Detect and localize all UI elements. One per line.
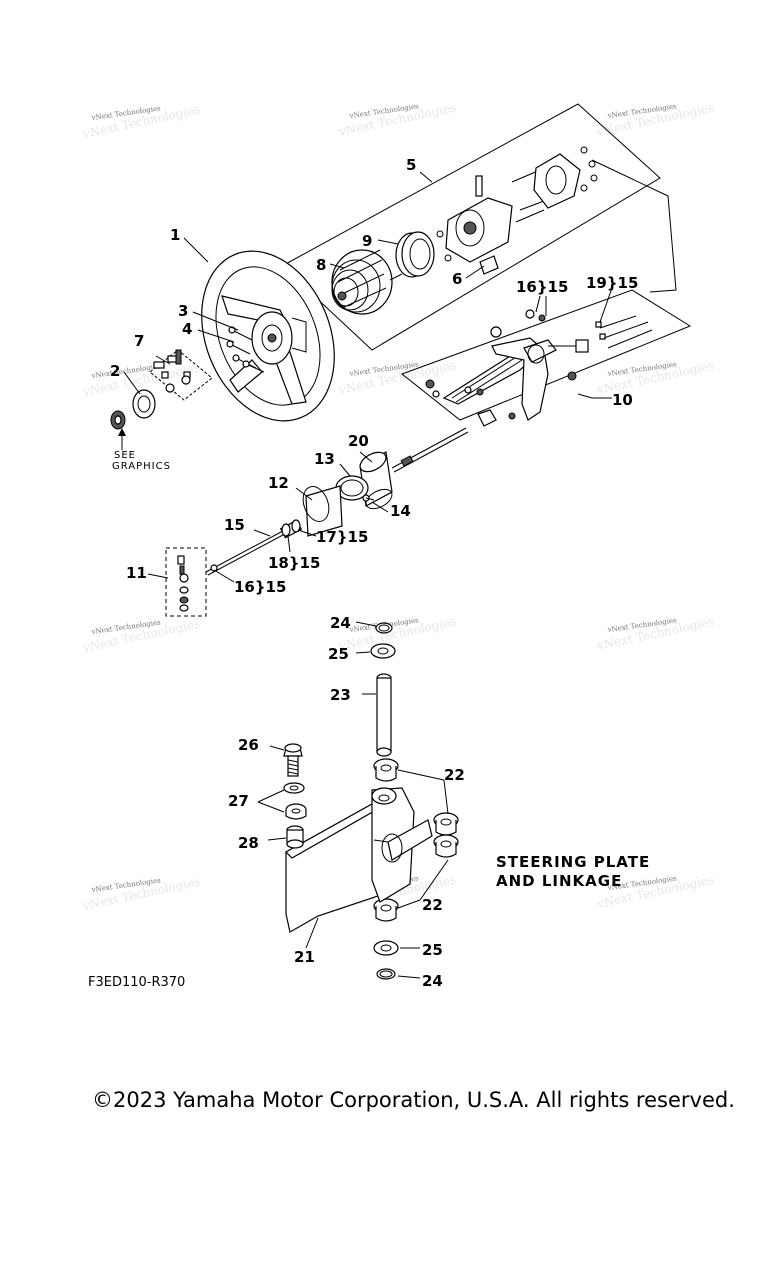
callouts: 1 2 3 4 5 6 7 8 9 10 11 12 13 14 15 16}1… <box>110 156 638 990</box>
callout-10: 10 <box>612 391 633 409</box>
ring-part <box>395 231 435 278</box>
diagram-code: F3ED110-R370 <box>88 975 185 990</box>
see-graphics-label-2: GRAPHICS <box>112 461 171 472</box>
callout-23: 23 <box>330 686 351 704</box>
cable-end-kit-part <box>165 547 207 617</box>
washer-part <box>285 803 307 820</box>
steering-cable-part <box>205 519 303 576</box>
snap-ring-bottom-part <box>376 968 396 980</box>
callout-24-bottom: 24 <box>422 972 443 990</box>
steering-wheel-part <box>201 250 335 422</box>
diagram-heading-line-1: STEERING PLATE <box>496 853 650 871</box>
pivot-pin-part <box>376 673 392 757</box>
hub-cap-part <box>110 389 156 430</box>
see-graphics-arrow <box>118 428 126 450</box>
callout-15: 15 <box>224 516 245 534</box>
bushing-part <box>373 758 399 782</box>
helm-assembly-box <box>281 103 661 351</box>
callout-22-bottom: 22 <box>422 896 443 914</box>
callout-8: 8 <box>316 256 326 274</box>
callout-12: 12 <box>268 474 289 492</box>
cable-boot-part <box>359 427 469 510</box>
leader-lines <box>123 171 613 979</box>
bushing-part <box>433 834 459 858</box>
washer-top-part <box>370 643 396 659</box>
steering-plate-part <box>285 787 433 933</box>
callout-9: 9 <box>362 232 372 250</box>
callout-16-bottom: 16}15 <box>234 578 286 596</box>
callout-25-bottom: 25 <box>422 941 443 959</box>
callout-17: 17}15 <box>316 528 368 546</box>
collar-part <box>302 485 343 537</box>
callout-5: 5 <box>406 156 416 174</box>
bracket-assembly-box <box>400 289 692 421</box>
boot-part <box>331 249 393 315</box>
callout-1: 1 <box>170 226 180 244</box>
callout-27: 27 <box>228 792 249 810</box>
callout-13: 13 <box>314 450 335 468</box>
callout-18: 18}15 <box>268 554 320 572</box>
callout-28: 28 <box>238 834 259 852</box>
diagram-heading-line-2: AND LINKAGE <box>496 872 622 890</box>
callout-2: 2 <box>110 362 120 380</box>
copyright-notice: ©2023 Yamaha Motor Corporation, U.S.A. A… <box>92 1088 735 1112</box>
callout-21: 21 <box>294 948 315 966</box>
callout-6: 6 <box>452 270 462 288</box>
callout-19: 19}15 <box>586 274 638 292</box>
helm-housing <box>389 146 598 281</box>
bushing-part <box>433 812 459 836</box>
see-graphics-label-1: SEE <box>114 450 136 461</box>
callout-26: 26 <box>238 736 259 754</box>
callout-11: 11 <box>126 564 147 582</box>
callout-4: 4 <box>182 320 192 338</box>
spacer-collar-part <box>286 825 304 849</box>
callout-25-top: 25 <box>328 645 349 663</box>
callout-20: 20 <box>348 432 369 450</box>
callout-3: 3 <box>178 302 188 320</box>
snap-ring-top-part <box>375 622 393 634</box>
callout-24-top: 24 <box>330 614 351 632</box>
bushing-part <box>373 898 399 922</box>
callout-14: 14 <box>390 502 411 520</box>
bolts-part <box>226 326 265 373</box>
washer-part <box>283 782 305 794</box>
leader-line <box>591 159 677 293</box>
washer-bottom-part <box>373 940 399 956</box>
callout-16-top: 16}15 <box>516 278 568 296</box>
screws-part <box>149 349 213 401</box>
mounting-bracket-part <box>425 309 653 427</box>
bolt-part <box>283 743 303 777</box>
callout-22-top: 22 <box>444 766 465 784</box>
callout-7: 7 <box>134 332 144 350</box>
